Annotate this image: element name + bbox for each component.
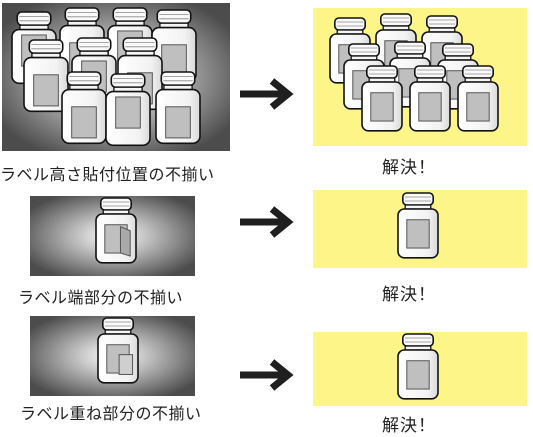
result-label-edge: 解決！ xyxy=(382,285,436,305)
bottle-icon xyxy=(61,71,107,145)
bottle-icon xyxy=(97,317,139,384)
bottle-icon xyxy=(151,9,197,83)
problem-caption-height: ラベル高さ貼付位置の不揃い xyxy=(0,165,215,184)
result-label-overlap: 解決！ xyxy=(382,416,436,436)
bottle-icon xyxy=(409,65,451,132)
bottle-icon xyxy=(95,197,137,264)
bottle-icon xyxy=(155,71,201,145)
bottle-cluster-before xyxy=(11,7,201,147)
result-label-height: 解決！ xyxy=(382,158,436,178)
arrow-right-icon xyxy=(240,359,294,391)
arrow-right-icon xyxy=(240,78,294,110)
arrow-right-icon xyxy=(240,206,294,238)
bottle-icon xyxy=(105,73,151,147)
problem-caption-overlap: ラベル重ね部分の不揃い xyxy=(20,404,202,423)
bottle-icon xyxy=(457,65,499,132)
bottle-icon xyxy=(397,192,439,259)
bottle-icon xyxy=(95,197,137,264)
problem-caption-edge: ラベル端部分の不揃い xyxy=(18,288,184,307)
bottle-cluster-after xyxy=(329,13,499,132)
bottle-icon xyxy=(397,333,439,400)
bottle-icon xyxy=(397,192,439,259)
bottle-icon xyxy=(97,317,139,384)
bottle-icon xyxy=(361,65,403,132)
bottle-icon xyxy=(397,333,439,400)
